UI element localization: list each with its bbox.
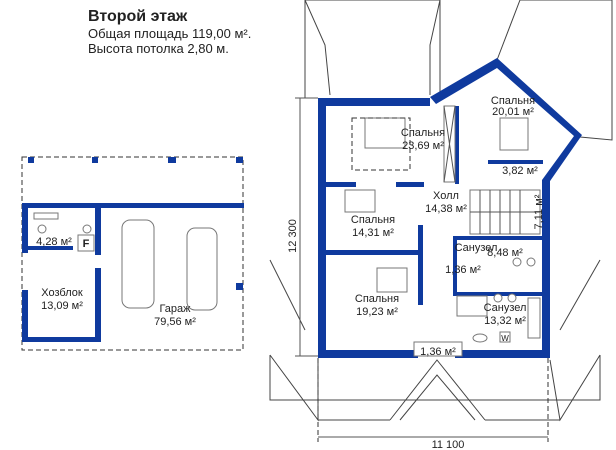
- room-labels: Спальня 23,69 м² Спальня 20,01 м² 3,82 м…: [36, 95, 545, 358]
- bedroom2-area: 20,01 м²: [492, 106, 534, 118]
- bedroom2-name: Спальня: [491, 95, 535, 107]
- sink-icon: [82, 224, 92, 234]
- stairs-area: 7,11 м²: [533, 194, 545, 229]
- dimension-width-label: 11 100: [432, 439, 465, 450]
- dimension-height: 12 300: [287, 97, 318, 357]
- dimension-width: 11 100: [317, 358, 549, 450]
- closet2-area: 1,36 м²: [445, 264, 481, 276]
- toilet-icon: [507, 293, 517, 303]
- bedroom4-name: Спальня: [355, 293, 399, 305]
- bedroom3-name: Спальня: [351, 214, 395, 226]
- utility-area: 13,09 м²: [41, 300, 83, 312]
- bed-icon: [499, 117, 529, 151]
- interior-fixtures: W: [344, 105, 541, 357]
- bath2-area: 13,32 м²: [484, 315, 526, 327]
- bathtub-icon: [527, 297, 541, 339]
- garage-name: Гараж: [159, 303, 191, 315]
- sink-icon: [472, 333, 488, 343]
- bath1-name: Санузел: [455, 242, 498, 254]
- utility-name: Хозблок: [41, 287, 83, 299]
- bed-icon: [344, 189, 376, 213]
- house-walls: [318, 58, 582, 358]
- bed-icon: [364, 117, 406, 149]
- roof-outline: [269, 0, 613, 422]
- sink-icon: [512, 257, 522, 267]
- bed-icon: [376, 267, 408, 293]
- hall-area: 14,38 м²: [425, 203, 467, 215]
- wc-area: 4,28 м²: [36, 236, 72, 248]
- car-icon: [121, 219, 155, 309]
- hall-name: Холл: [433, 190, 459, 202]
- furnace-label: F: [83, 238, 90, 250]
- staircase-icon: [469, 189, 541, 235]
- bedroom1-name: Спальня: [401, 127, 445, 139]
- floor-title: Второй этаж: [88, 8, 188, 25]
- balcony-outline: [413, 341, 463, 357]
- total-area: Общая площадь 119,00 м².: [88, 26, 252, 41]
- garage-block: F: [21, 156, 244, 351]
- bedroom1-area: 23,69 м²: [402, 140, 444, 152]
- bath1-area: 8,48 м²: [487, 247, 523, 259]
- toilet-icon: [493, 293, 503, 303]
- shower-icon: [456, 295, 488, 317]
- plan-header: Второй этаж Общая площадь 119,00 м². Выс…: [88, 8, 251, 56]
- bedroom4-area: 19,23 м²: [356, 306, 398, 318]
- balcony-area: 1,36 м²: [420, 346, 456, 358]
- garage-area: 79,56 м²: [154, 316, 196, 328]
- bath2-name: Санузел: [484, 302, 527, 314]
- washer-label: W: [501, 334, 509, 343]
- bedroom3-area: 14,31 м²: [352, 227, 394, 239]
- ceiling-height: Высота потолка 2,80 м.: [88, 41, 229, 56]
- sink-icon: [526, 257, 536, 267]
- car-icon: [186, 227, 218, 311]
- closet1-area: 3,82 м²: [502, 165, 538, 177]
- dimension-height-label: 12 300: [287, 219, 299, 253]
- toilet-icon: [37, 224, 47, 234]
